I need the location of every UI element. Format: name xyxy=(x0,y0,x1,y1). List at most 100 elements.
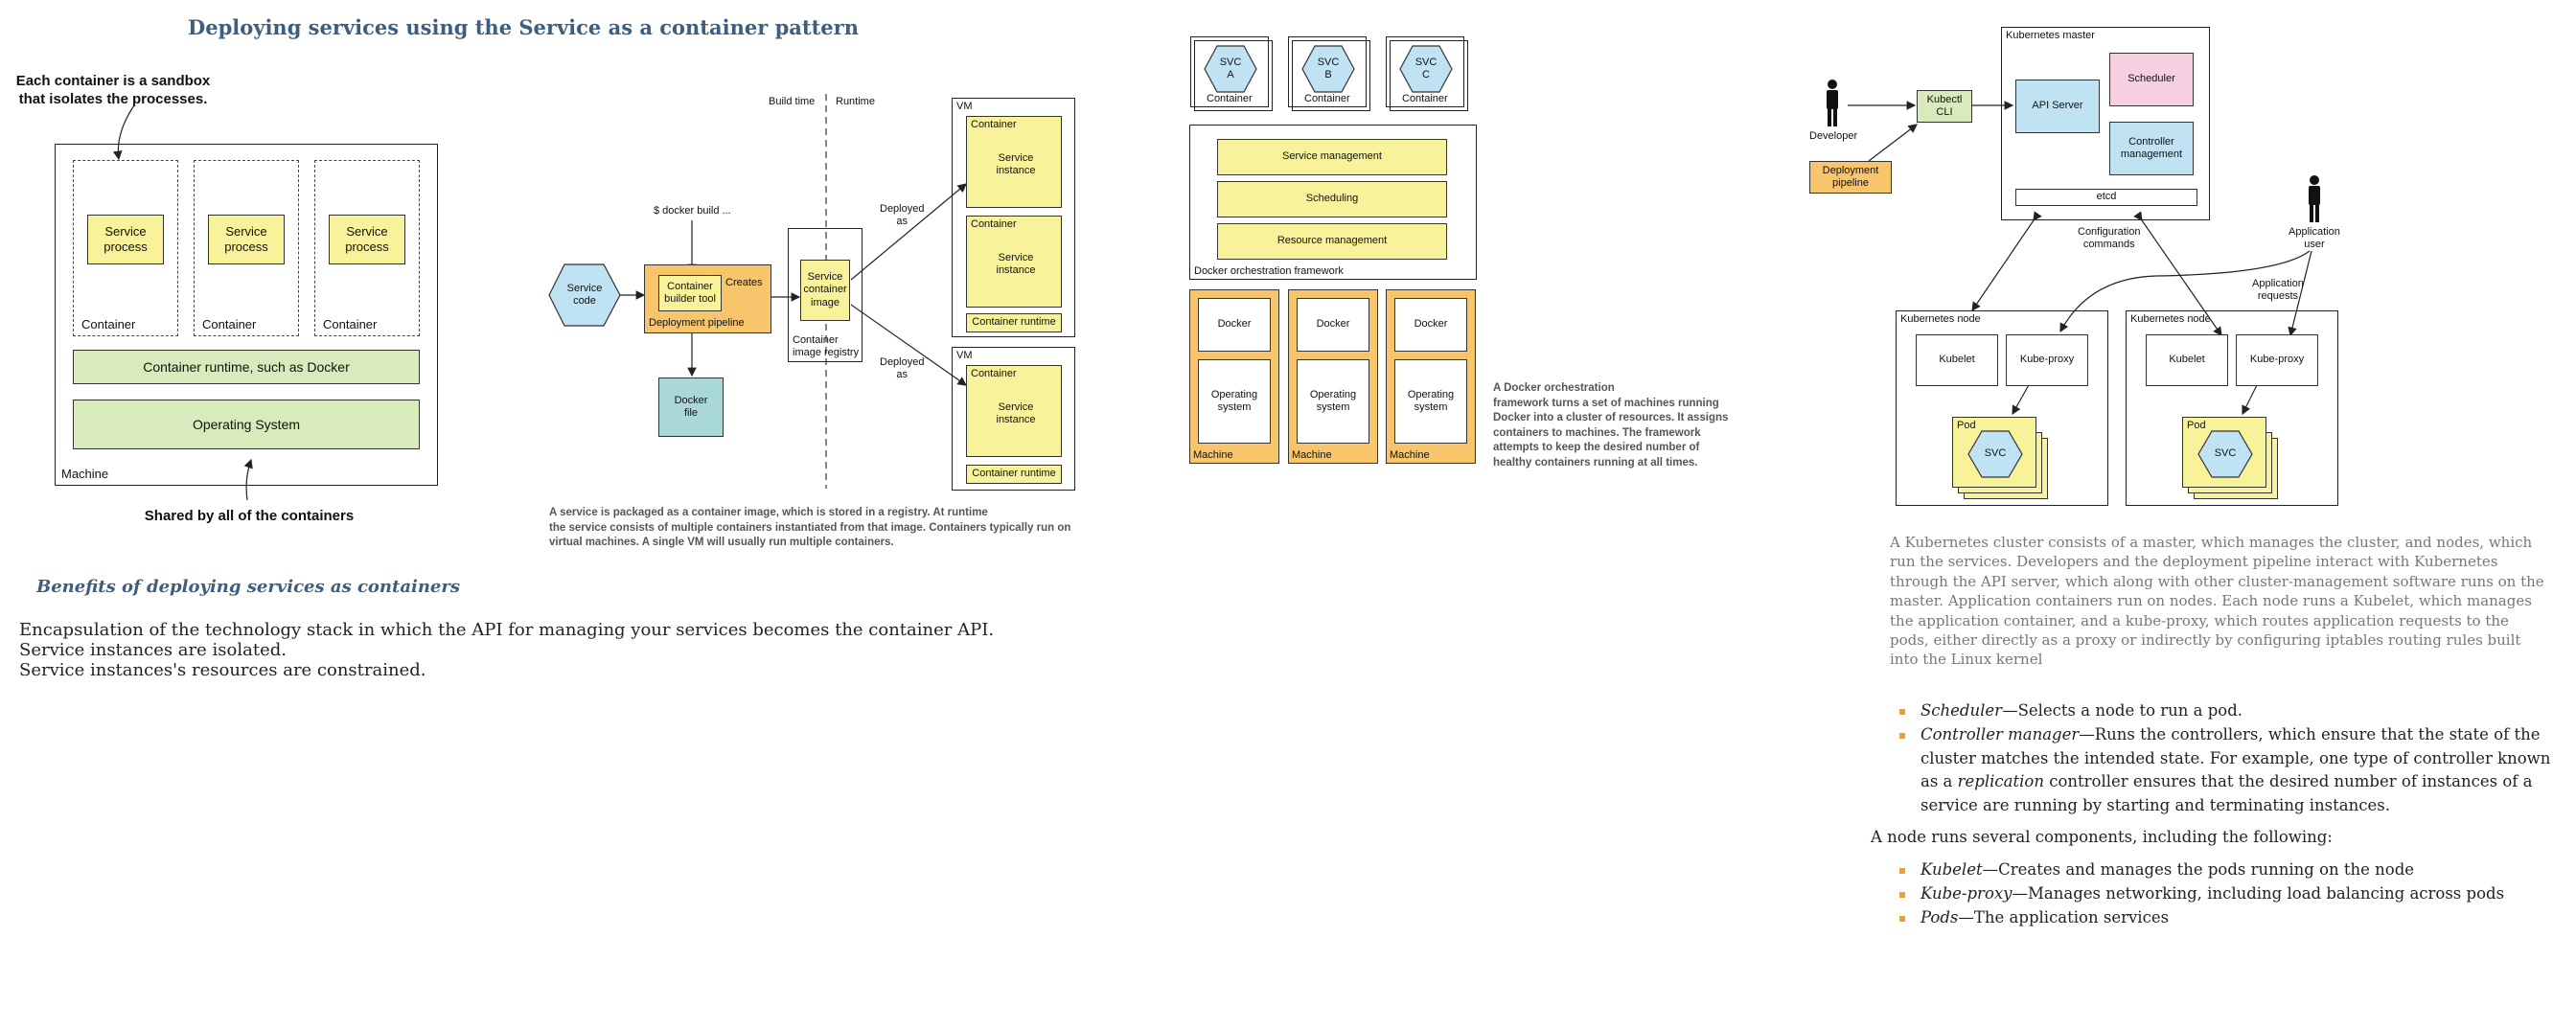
user-to-node1-line xyxy=(2059,250,2311,333)
container-label-2: Container xyxy=(202,317,257,332)
deployment-pipeline-label: Deployment pipeline xyxy=(649,317,745,329)
creates-label: Creates xyxy=(725,277,763,288)
vm-box-bottom: VM Container Service instance Container … xyxy=(952,347,1075,491)
benefit-item-2: Service instances are isolated. xyxy=(19,639,287,660)
runtime-label: Runtime xyxy=(836,96,875,107)
benefits-heading: Benefits of deploying services as contai… xyxy=(36,577,460,597)
controller-management-box: Controller management xyxy=(2109,122,2194,175)
service-process-1: Service process xyxy=(87,215,164,264)
machine-3-os: Operating system xyxy=(1394,359,1467,444)
service-process-3: Service process xyxy=(329,215,405,264)
machine-2-label: Machine xyxy=(1292,449,1332,461)
vm-bottom-runtime: Container runtime xyxy=(966,465,1062,484)
vm-top-instance-2: Service instance xyxy=(996,251,1036,276)
svc-a-container: Container xyxy=(1190,36,1269,107)
operating-system-bar: Operating System xyxy=(73,400,420,449)
machine-1-os: Operating system xyxy=(1198,359,1271,444)
pipeline-to-kubectl-line xyxy=(1868,124,1918,162)
orchestration-framework-label: Docker orchestration framework xyxy=(1194,265,1344,277)
service-process-2: Service process xyxy=(208,215,285,264)
vm-bottom-instance-1: Service instance xyxy=(996,400,1036,425)
node-1-svc-label: SVC xyxy=(1984,447,2007,460)
node-2-pod: Pod SVC xyxy=(2182,417,2266,488)
node-2-label: Kubernetes node xyxy=(2130,313,2211,325)
developer-person-icon xyxy=(1821,79,1844,128)
container-runtime-bar: Container runtime, such as Docker xyxy=(73,350,420,384)
sandbox-note: Each container is a sandbox that isolate… xyxy=(15,73,211,107)
note-arrow-top xyxy=(112,104,135,161)
shared-note: Shared by all of the containers xyxy=(144,508,355,524)
machine-3-label: Machine xyxy=(1390,449,1430,461)
user-to-node2-line xyxy=(2288,250,2312,337)
master-to-node1-line xyxy=(1971,211,2042,311)
deployed-as-label-2: Deployed as xyxy=(880,356,925,381)
kubernetes-node-2: Kubernetes node Kubelet Kube-proxy Pod S… xyxy=(2126,310,2338,506)
node-2-svc-label: SVC xyxy=(2214,447,2237,460)
api-server-box: API Server xyxy=(2015,80,2100,133)
svc-b-container: Container xyxy=(1288,36,1367,107)
svc-a-container-label: Container xyxy=(1207,93,1253,104)
machine-1-docker: Docker xyxy=(1198,298,1271,352)
machine-1-box: Docker Operating system Machine xyxy=(1189,289,1279,464)
container-image-registry-box: Service container image Container image … xyxy=(788,228,862,362)
etcd-box: etcd xyxy=(2015,189,2197,206)
node-2-kube-proxy: Kube-proxy xyxy=(2236,334,2318,386)
deployed-as-label-1: Deployed as xyxy=(880,203,925,228)
deployment-pipeline-box: Container builder tool Creates Deploymen… xyxy=(644,264,771,333)
node-2-pod-label: Pod xyxy=(2187,420,2206,431)
vm-top-instance-1: Service instance xyxy=(996,151,1036,176)
kubectl-cli-box: Kubectl CLI xyxy=(1917,90,1972,123)
benefits-list: Encapsulation of the technology stack in… xyxy=(19,620,1064,681)
build-time-label: Build time xyxy=(769,96,816,107)
docker-build-command: $ docker build ... xyxy=(654,205,731,217)
application-user-label: Application user xyxy=(2288,226,2340,251)
container-label-1: Container xyxy=(81,317,136,332)
application-user-person-icon xyxy=(2303,174,2326,224)
node-1-kube-proxy: Kube-proxy xyxy=(2006,334,2088,386)
svc-a-label: SVC A xyxy=(1219,56,1242,80)
vm-top-container-1: Container Service instance xyxy=(966,116,1062,208)
kubernetes-node-1: Kubernetes node Kubelet Kube-proxy Pod S… xyxy=(1896,310,2108,506)
container-label-3: Container xyxy=(323,317,378,332)
node-1-svc-hexagon xyxy=(1967,430,2023,478)
page-title: Deploying services using the Service as … xyxy=(188,15,859,39)
configuration-commands-label: Configuration commands xyxy=(2078,226,2141,251)
svc-c-container: Container xyxy=(1386,36,1464,107)
node-components-list: Kubelet—Creates and manages the pods run… xyxy=(1896,858,2557,929)
node-1-pod-label: Pod xyxy=(1957,420,1976,431)
vm-top-container-2: Container Service instance xyxy=(966,216,1062,308)
machine-3-docker: Docker xyxy=(1394,298,1467,352)
node-1-label: Kubernetes node xyxy=(1900,313,1981,325)
container-builder-tool: Container builder tool xyxy=(658,275,722,311)
svc-c-container-label: Container xyxy=(1402,93,1448,104)
kubeproxy-to-pod1-line xyxy=(2012,382,2031,416)
machine-2-box: Docker Operating system Machine xyxy=(1288,289,1378,464)
vm-top-container-label-2: Container xyxy=(971,218,1017,230)
svc-b-label: SVC B xyxy=(1317,56,1340,80)
container-image-registry-label: Container image registry xyxy=(793,333,860,358)
deployment-pipeline-k8s: Deployment pipeline xyxy=(1809,161,1892,194)
node-1-kubelet: Kubelet xyxy=(1916,334,1998,386)
svc-b-container-label: Container xyxy=(1304,93,1350,104)
scheduler-box: Scheduler xyxy=(2109,53,2194,106)
deploy-line-top xyxy=(850,183,967,281)
resource-management-box: Resource management xyxy=(1217,223,1447,260)
note-arrow-bottom xyxy=(243,458,253,501)
k8s-paragraph: A Kubernetes cluster consists of a maste… xyxy=(1890,534,2544,669)
node-1-pod: Pod SVC xyxy=(1952,417,2036,488)
container-box-1: Service process Container xyxy=(73,160,178,336)
kubeproxy-to-pod2-line xyxy=(2242,382,2259,416)
vm-top-container-label-1: Container xyxy=(971,119,1017,130)
kubernetes-master-label: Kubernetes master xyxy=(2006,30,2095,41)
orchestration-caption: A Docker orchestration framework turns a… xyxy=(1493,382,1729,469)
master-item-controller-manager: Controller manager—Runs the controllers,… xyxy=(1896,723,2557,818)
machine-2-docker: Docker xyxy=(1297,298,1369,352)
svc-c-label: SVC C xyxy=(1414,56,1438,80)
node-2-svc-hexagon xyxy=(2197,430,2253,478)
vm-label-top: VM xyxy=(956,101,973,112)
developer-label: Developer xyxy=(1809,130,1858,142)
container-box-3: Service process Container xyxy=(314,160,420,336)
vm-bottom-container-label-1: Container xyxy=(971,368,1017,379)
application-requests-label: Application requests xyxy=(2252,278,2304,303)
orchestration-framework-box: Service management Scheduling Resource m… xyxy=(1189,125,1477,280)
